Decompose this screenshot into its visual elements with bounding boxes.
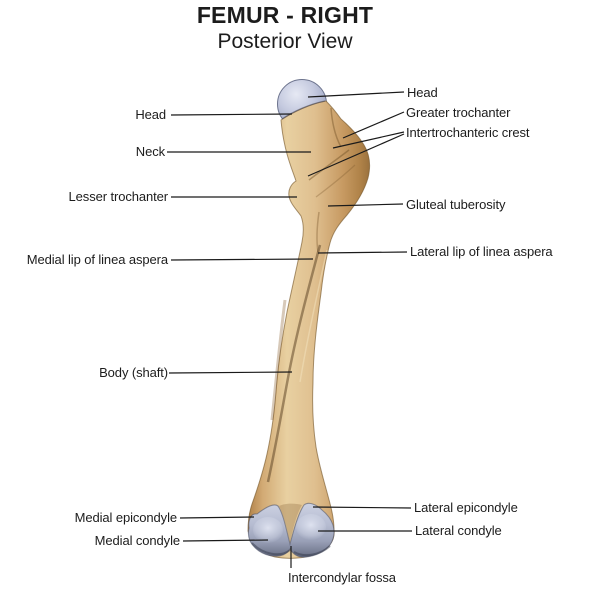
- intertrochanteric-crest-ridge: [308, 149, 350, 181]
- label-lateral-condyle: Lateral condyle: [415, 523, 502, 538]
- label-neck: Neck: [135, 144, 165, 159]
- trochanteric-fossa-crease: [330, 107, 342, 148]
- label-body-shaft: Body (shaft): [99, 365, 168, 380]
- leader-line-lateral-epicondyle: [312, 506, 412, 509]
- leader-line-medial-lip: [170, 258, 314, 261]
- leader-line-head-left: [170, 113, 293, 116]
- linea-aspera-ridge: [266, 244, 322, 483]
- label-head-right: Head: [407, 85, 438, 100]
- page-title: FEMUR - RIGHT: [196, 2, 374, 28]
- medial-condyle-highlight: [253, 517, 283, 543]
- label-lesser-trochanter: Lesser trochanter: [68, 189, 169, 204]
- leader-line-greater-trochanter: [342, 111, 405, 139]
- label-lateral-epicondyle: Lateral epicondyle: [414, 500, 518, 515]
- intercondylar-shading: [279, 503, 302, 543]
- lateral-condyle-highlight: [296, 514, 326, 540]
- condyle-bottom-shadow: [251, 542, 331, 557]
- leader-line-medial-epicondyle: [179, 516, 255, 519]
- label-medial-epicondyle: Medial epicondyle: [74, 510, 177, 525]
- gluteal-tuberosity-ridge: [316, 211, 320, 253]
- label-greater-trochanter: Greater trochanter: [406, 105, 511, 120]
- leader-line-body-shaft: [168, 371, 293, 374]
- label-head-left: Head: [135, 107, 166, 122]
- label-medial-lip-linea-aspera: Medial lip of linea aspera: [26, 252, 168, 267]
- page-subtitle: Posterior View: [217, 30, 353, 53]
- intertrochanteric-crest-ridge-2: [315, 164, 356, 198]
- leader-line-lateral-lip: [317, 251, 408, 254]
- label-gluteal-tuberosity: Gluteal tuberosity: [406, 197, 506, 212]
- label-intercondylar-fossa: Intercondylar fossa: [288, 570, 396, 585]
- leader-line-gluteal-tuberosity: [327, 203, 404, 207]
- label-intertrochanteric-crest: Intertrochanteric crest: [406, 125, 530, 140]
- leader-line-medial-condyle: [182, 539, 269, 542]
- linea-aspera-highlight: [299, 249, 328, 383]
- leader-line-intertrochanteric-crest-a: [332, 131, 405, 149]
- femur-bone-body: [247, 100, 371, 559]
- label-lateral-lip-linea-aspera: Lateral lip of linea aspera: [410, 244, 553, 259]
- leader-lines: [167, 91, 412, 568]
- leader-line-intertrochanteric-crest-b: [307, 133, 405, 177]
- leader-line-head-right: [307, 91, 405, 98]
- label-medial-condyle: Medial condyle: [94, 533, 180, 548]
- medial-edge-shade: [270, 299, 287, 421]
- neck-head-boundary: [281, 100, 326, 120]
